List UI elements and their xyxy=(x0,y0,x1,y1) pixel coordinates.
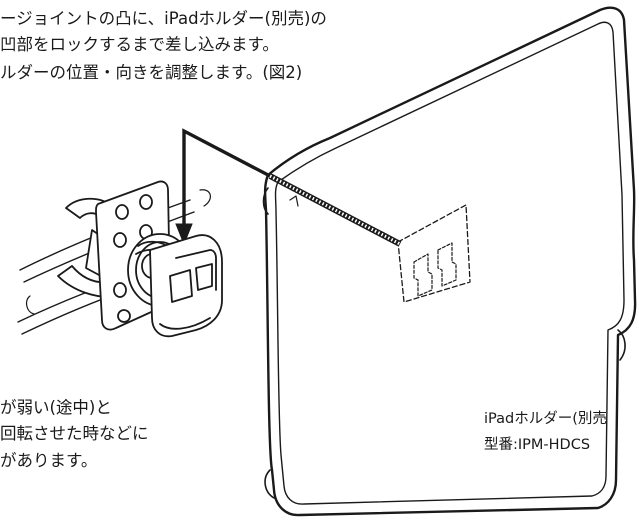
note-line-1: が弱い(途中)と xyxy=(0,398,112,417)
clip-mount xyxy=(17,180,223,338)
note-line-2: 回転させた時などに xyxy=(0,424,149,443)
connection-band xyxy=(268,173,402,247)
product-caption: iPadホルダー(別売 xyxy=(484,411,607,427)
model-number-caption: 型番:IPM-HDCS xyxy=(484,437,591,453)
insertion-arrow xyxy=(175,128,271,246)
instruction-line-2: 凹部をロックするまで差し込みます。 xyxy=(0,35,279,54)
instruction-line-3: ルダーの位置・向きを調整します。(図2) xyxy=(0,63,303,82)
ipad-holder-case xyxy=(262,6,637,517)
instruction-line-1: ージョイントの凸に、iPadホルダー(別売)の xyxy=(0,9,327,28)
note-line-3: があります。 xyxy=(0,451,98,470)
